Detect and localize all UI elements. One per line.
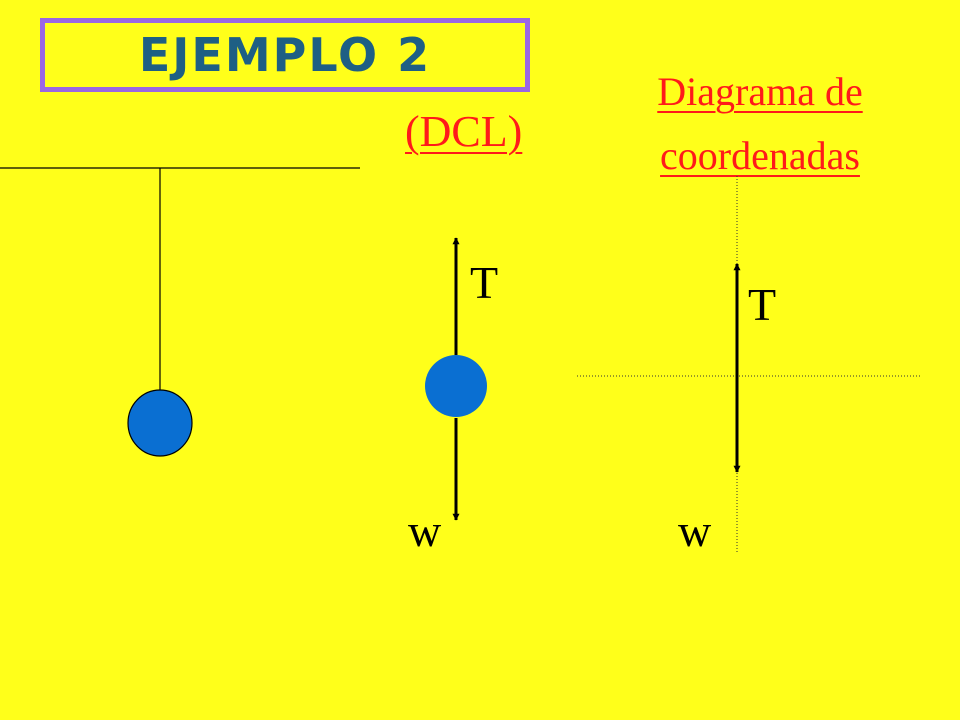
free-body-diagram: T w bbox=[408, 237, 498, 556]
body-mass bbox=[425, 355, 487, 417]
dcl-tension-label: T bbox=[470, 257, 498, 308]
coordinate-weight-label: w bbox=[678, 505, 712, 556]
dcl-label: (DCL) bbox=[405, 107, 523, 156]
pendulum-mass bbox=[127, 389, 193, 457]
title-box: EJEMPLO 2 bbox=[40, 18, 530, 92]
coordinate-label-line-1: Diagrama de bbox=[657, 69, 863, 114]
title: EJEMPLO 2 bbox=[138, 28, 432, 82]
coordinate-diagram-label: Diagrama de coordenadas bbox=[605, 60, 915, 188]
pendulum bbox=[0, 167, 360, 457]
coordinate-tension-label: T bbox=[748, 279, 776, 330]
coordinate-label-line-2: coordenadas bbox=[660, 133, 860, 178]
coordinate-diagram: T w bbox=[577, 176, 920, 556]
dcl-weight-label: w bbox=[408, 505, 442, 556]
